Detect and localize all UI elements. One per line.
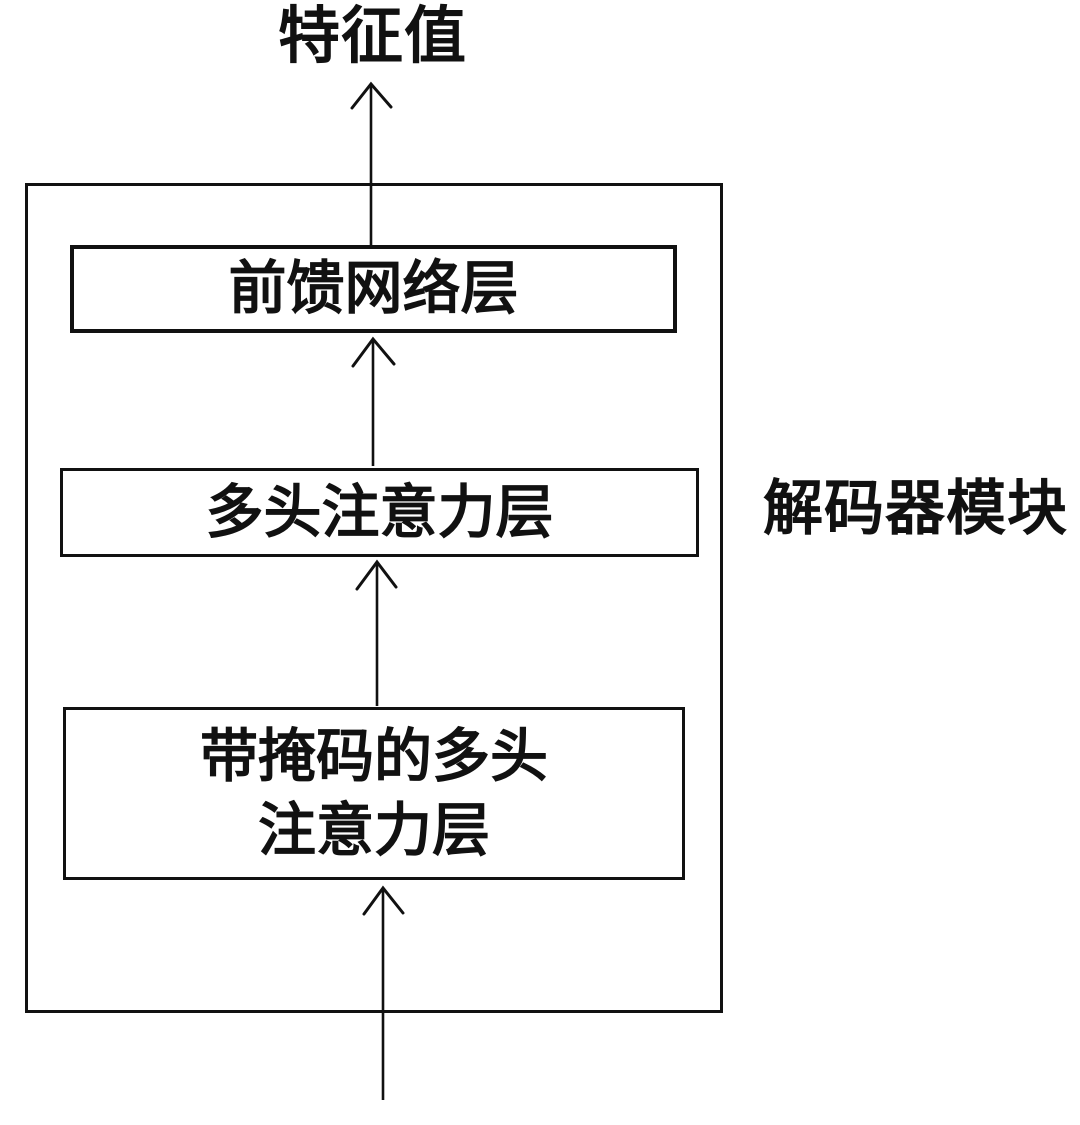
decoder-module-label: 解码器模块 [763,475,1068,542]
decoder-module-outline [25,183,723,1013]
masked-multi-head-attention-layer-box: 带掩码的多头 注意力层 [63,707,685,880]
multi-head-attention-layer-box: 多头注意力层 [60,468,699,557]
feed-forward-layer-box: 前馈网络层 [70,245,677,333]
output-label: 特征值 [278,2,468,71]
masked-attention-label-line2: 注意力层 [257,797,490,863]
feed-forward-layer-label: 前馈网络层 [228,256,519,322]
masked-attention-label-line1: 带掩码的多头 [199,724,548,790]
multi-head-attention-layer-label: 多头注意力层 [205,479,554,545]
